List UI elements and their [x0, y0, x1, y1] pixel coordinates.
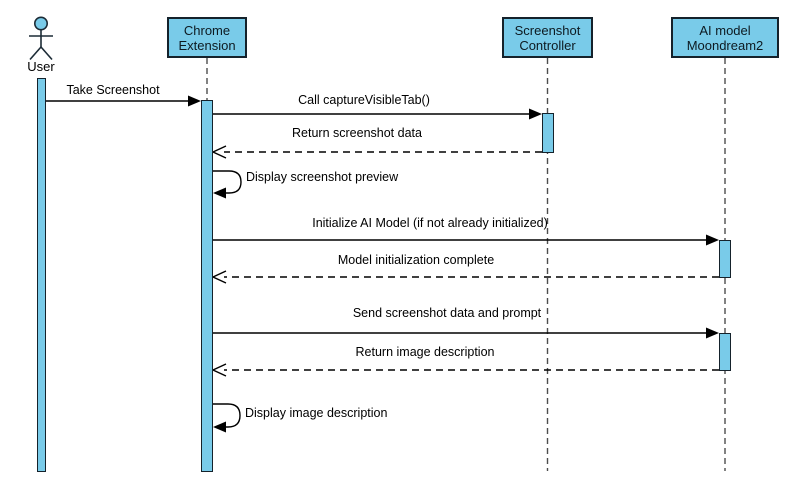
activation-bar-ai-model-2 — [719, 333, 731, 371]
message-label-send-screenshot-data: Send screenshot data and prompt — [352, 306, 542, 320]
message-arrow-model-initialization-complete — [211, 270, 719, 284]
message-arrow-send-screenshot-data — [213, 327, 719, 339]
self-message-display-image-description — [213, 403, 241, 433]
message-arrow-initialize-ai-model — [213, 234, 719, 246]
participant-label-user: User — [27, 59, 55, 74]
message-arrow-return-screenshot-data — [211, 145, 542, 159]
user-actor-icon — [29, 16, 53, 61]
participant-box-screenshot-controller: Screenshot Controller — [502, 17, 593, 58]
message-label-take-screenshot: Take Screenshot — [66, 83, 160, 97]
message-label-return-image-description: Return image description — [355, 345, 495, 359]
activation-bar-screenshot-controller — [541, 113, 554, 153]
message-label-display-screenshot-preview: Display screenshot preview — [246, 170, 399, 184]
message-label-call-capturevisibletab: Call captureVisibleTab() — [298, 93, 430, 107]
activation-bar-ai-model-1 — [719, 240, 731, 278]
activation-bar-user — [37, 78, 46, 472]
message-label-return-screenshot-data: Return screenshot data — [292, 126, 422, 140]
participant-box-ai-model: AI model Moondream2 — [671, 17, 779, 58]
message-arrow-take-screenshot — [46, 95, 201, 107]
activation-bar-chrome-extension — [201, 100, 213, 472]
message-label-display-image-description: Display image description — [245, 406, 388, 420]
message-arrow-return-image-description — [211, 363, 719, 377]
message-label-initialize-ai-model: Initialize AI Model (if not already init… — [312, 216, 548, 230]
participant-box-chrome-extension: Chrome Extension — [167, 17, 247, 58]
message-label-model-initialization-complete: Model initialization complete — [337, 253, 495, 267]
message-arrow-call-capturevisibletab — [213, 108, 542, 120]
self-message-display-screenshot-preview — [213, 170, 242, 199]
